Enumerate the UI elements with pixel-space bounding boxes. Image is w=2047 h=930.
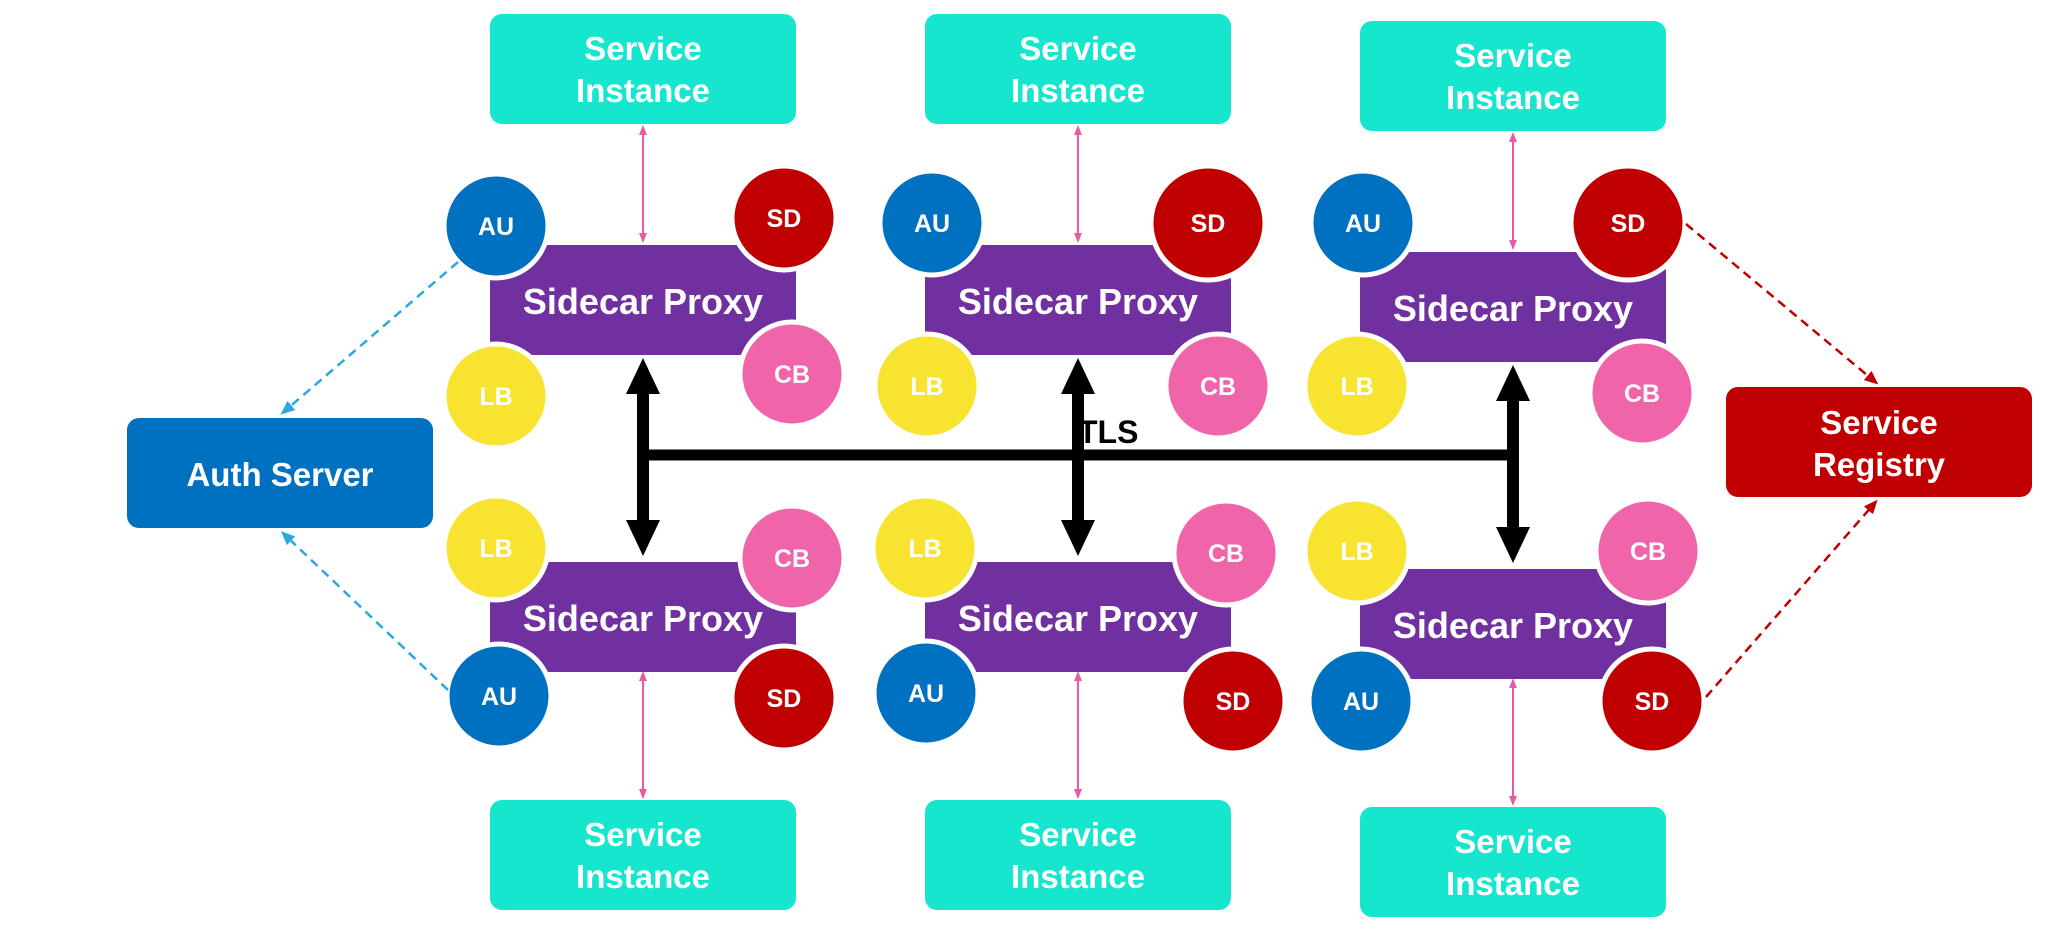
lb-label: LB <box>479 535 512 563</box>
sd-label: SD <box>1216 688 1251 716</box>
service-instance-label-line2: Instance <box>576 72 710 109</box>
sidecar-proxy-label: Sidecar Proxy <box>523 281 763 322</box>
sd-label: SD <box>1191 210 1226 238</box>
sidecar-proxy-label: Sidecar Proxy <box>1393 605 1633 646</box>
au-label: AU <box>1343 688 1379 716</box>
lb-label: LB <box>1340 373 1373 401</box>
au-label: AU <box>908 680 944 708</box>
sidecar-proxy-top-1: Sidecar Proxy <box>490 245 796 355</box>
au-to-auth-arrow <box>280 531 449 691</box>
service-instance-label-line1: Service <box>1454 37 1571 74</box>
cb-label: CB <box>1200 373 1236 401</box>
cb-label: CB <box>1624 380 1660 408</box>
sd-circle: SD <box>729 643 839 753</box>
sd-to-registry-arrow <box>1705 499 1878 698</box>
cb-label: CB <box>774 361 810 389</box>
au-circle: AU <box>877 168 987 278</box>
service-instance-label-line1: Service <box>1019 30 1136 67</box>
lb-label: LB <box>1340 538 1373 566</box>
service-instance-top-3: Service Instance <box>1360 21 1666 131</box>
tls-connection: TLS <box>626 358 1530 563</box>
lb-circle: LB <box>872 331 982 441</box>
au-circle: AU <box>871 638 981 748</box>
au-label: AU <box>478 213 514 241</box>
service-instance-label-line1: Service <box>1019 816 1136 853</box>
service-instance-label-line2: Instance <box>1011 72 1145 109</box>
service-instance-label-line2: Instance <box>1446 865 1580 902</box>
lb-label: LB <box>908 535 941 563</box>
cb-label: CB <box>1208 540 1244 568</box>
service-instance-top-2: Service Instance <box>925 14 1231 124</box>
service-instance-label-line1: Service <box>584 816 701 853</box>
sd-label: SD <box>767 205 802 233</box>
cb-circle: CB <box>737 503 847 613</box>
tls-arrow-2 <box>1061 358 1095 556</box>
service-instance-bottom-3: Service Instance <box>1360 807 1666 917</box>
sd-circle: SD <box>1597 646 1707 756</box>
lb-circle: LB <box>870 493 980 603</box>
service-instance-top-1: Service Instance <box>490 14 796 124</box>
service-instance-label-line1: Service <box>584 30 701 67</box>
tls-label: TLS <box>1078 414 1138 450</box>
au-to-auth-arrow <box>280 261 459 415</box>
au-circle: AU <box>444 641 554 751</box>
service-registry-label-line1: Service <box>1820 404 1937 441</box>
lb-circle: LB <box>1302 331 1412 441</box>
au-label: AU <box>914 210 950 238</box>
lb-circle: LB <box>441 341 551 451</box>
sidecar-proxy-label: Sidecar Proxy <box>958 281 1198 322</box>
sidecar-proxy-label: Sidecar Proxy <box>523 598 763 639</box>
tls-arrow-3 <box>1496 365 1530 563</box>
au-circle: AU <box>1308 168 1418 278</box>
sd-to-registry-arrow <box>1685 223 1879 385</box>
sd-label: SD <box>767 685 802 713</box>
sidecar-proxy-label: Sidecar Proxy <box>958 598 1198 639</box>
sidecar-proxy-label: Sidecar Proxy <box>1393 288 1633 329</box>
service-instance-bottom-2: Service Instance <box>925 800 1231 910</box>
sd-circle: SD <box>729 163 839 273</box>
cb-circle: CB <box>1593 496 1703 606</box>
lb-circle: LB <box>1302 496 1412 606</box>
sd-circle: SD <box>1568 163 1688 283</box>
service-instance-label-line1: Service <box>1454 823 1571 860</box>
cb-label: CB <box>774 545 810 573</box>
au-circle: AU <box>1306 646 1416 756</box>
service-registry-box: Service Registry <box>1726 387 2032 497</box>
au-circle: AU <box>441 171 551 281</box>
sd-circle: SD <box>1148 163 1268 283</box>
au-label: AU <box>481 683 517 711</box>
cb-circle: CB <box>1163 331 1273 441</box>
service-instance-label-line2: Instance <box>576 858 710 895</box>
tls-arrow-1 <box>626 358 660 556</box>
service-instance-bottom-1: Service Instance <box>490 800 796 910</box>
sd-circle: SD <box>1178 646 1288 756</box>
service-instance-label-line2: Instance <box>1446 79 1580 116</box>
service-instance-label-line2: Instance <box>1011 858 1145 895</box>
auth-server-box: Auth Server <box>127 418 433 528</box>
cb-label: CB <box>1630 538 1666 566</box>
lb-label: LB <box>479 383 512 411</box>
cb-circle: CB <box>737 319 847 429</box>
lb-label: LB <box>910 373 943 401</box>
sd-label: SD <box>1635 688 1670 716</box>
sd-label: SD <box>1611 210 1646 238</box>
au-label: AU <box>1345 210 1381 238</box>
cb-circle: CB <box>1587 338 1697 448</box>
cb-circle: CB <box>1171 498 1281 608</box>
auth-server-label: Auth Server <box>186 456 373 493</box>
lb-circle: LB <box>441 493 551 603</box>
service-registry-label-line2: Registry <box>1813 446 1946 483</box>
